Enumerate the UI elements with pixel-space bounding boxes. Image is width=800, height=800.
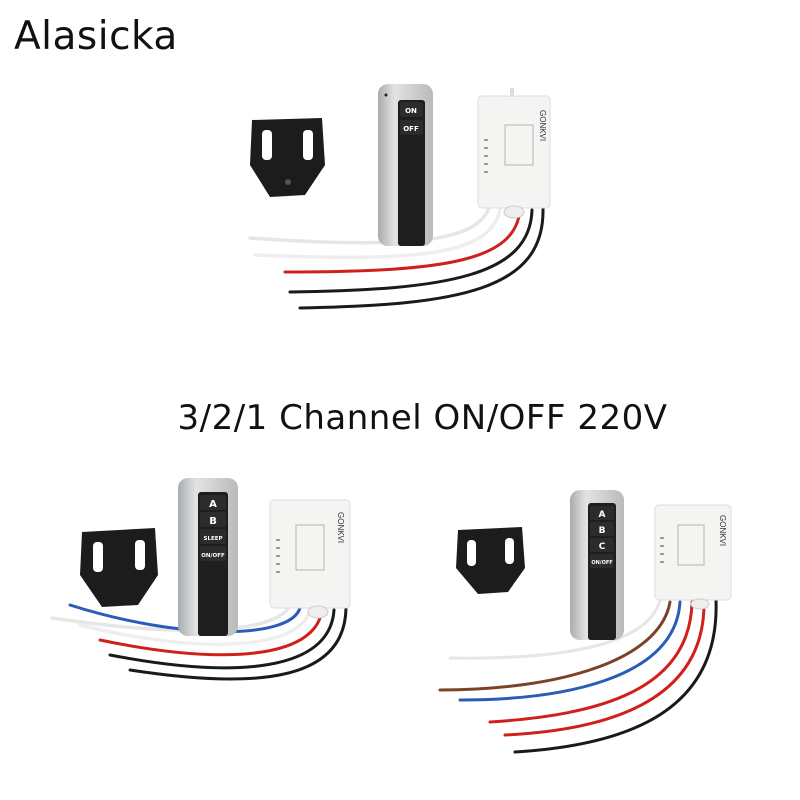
- c-button-label: C: [599, 542, 606, 552]
- remote-2ch: A B SLEEP ON/OFF: [178, 478, 238, 636]
- on-button-label: ON: [405, 107, 417, 115]
- receiver-logo: GONKVI: [538, 110, 547, 141]
- wall-bracket-2ch: [80, 528, 158, 607]
- a-button: [200, 495, 226, 510]
- b-button: [200, 512, 226, 527]
- wall-bracket-1ch: [250, 118, 325, 197]
- b-button-label: B: [599, 526, 606, 536]
- sleep-button: [200, 529, 226, 544]
- receiver-logo: GONKVI: [718, 515, 727, 546]
- off-button-label: OFF: [403, 125, 419, 133]
- a-button-label: A: [209, 499, 217, 510]
- b-button: [590, 522, 614, 536]
- b-button-label: B: [209, 516, 217, 527]
- on-button: [400, 102, 423, 117]
- receiver-2ch: GONKVI: [269, 499, 351, 619]
- on-off-button: [590, 554, 614, 568]
- a-button-label: A: [599, 510, 606, 520]
- wires-2ch: [50, 603, 348, 681]
- product-caption: 3/2/1 Channel ON/OFF 220V: [177, 398, 668, 438]
- receiver-1ch: GONKVI: [477, 88, 551, 219]
- indicator-led-icon: [384, 93, 388, 97]
- c-button: [590, 538, 614, 552]
- on-off-button: [200, 546, 226, 561]
- wall-bracket-3ch: [456, 527, 525, 594]
- on-off-button-label: ON/OFF: [201, 553, 225, 559]
- remote-1ch: ON OFF: [378, 84, 433, 246]
- receiver-logo: GONKVI: [336, 512, 345, 543]
- a-button: [590, 506, 614, 520]
- sleep-button-label: SLEEP: [203, 536, 222, 542]
- receiver-3ch: GONKVI: [654, 504, 732, 610]
- remote-3ch: A B C ON/OFF: [570, 490, 624, 640]
- wires-3ch: [438, 598, 718, 754]
- off-button: [400, 120, 423, 135]
- on-off-button-label: ON/OFF: [591, 560, 612, 566]
- brand-logo: Alasicka: [14, 14, 178, 59]
